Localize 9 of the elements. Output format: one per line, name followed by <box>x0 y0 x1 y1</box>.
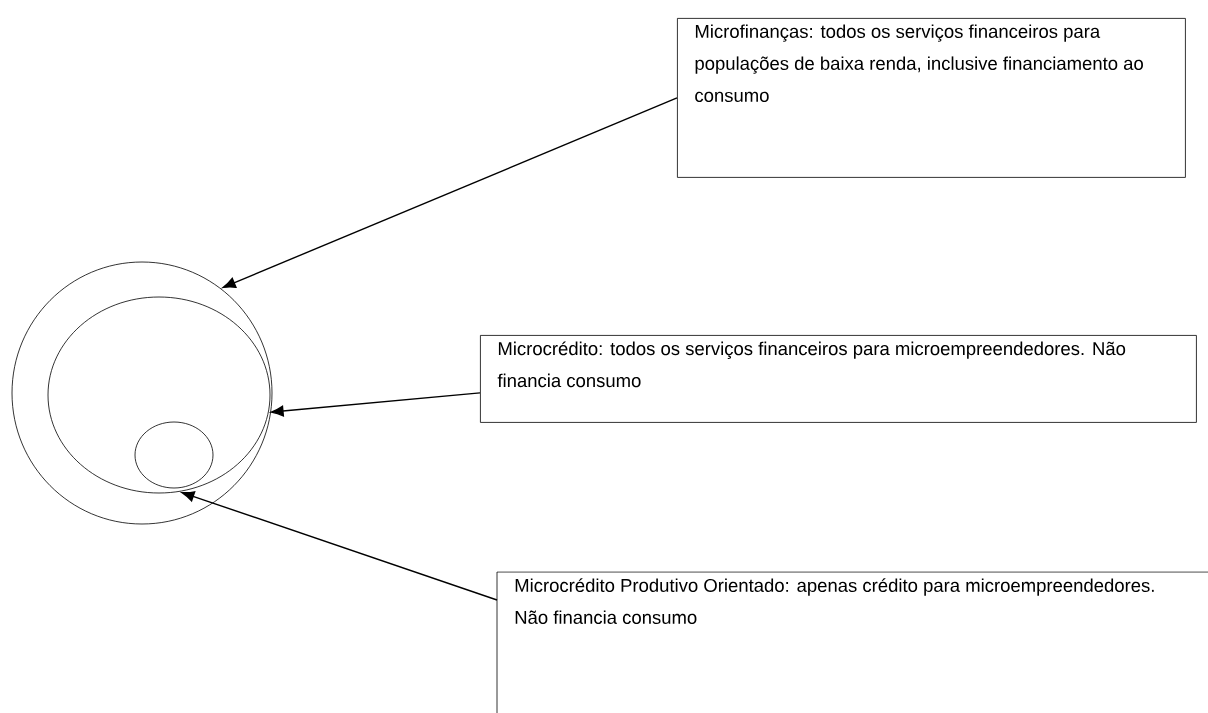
text-box: Microcrédito Produtivo Orientado: apenas crédito para microempreendedores. Não financia consumo <box>496 571 1208 713</box>
circle <box>47 296 271 494</box>
text-box: Microfinanças: todos os serviços financeiros para populações de baixa renda, inclusive financiamento ao consumo <box>677 18 1186 178</box>
arrow <box>181 491 498 601</box>
circle <box>134 421 214 489</box>
circle <box>11 261 273 525</box>
arrow <box>222 97 678 288</box>
arrow <box>270 392 481 417</box>
text-box: Microcrédito: todos os serviços financeiros para microempreendedores. Não financia consumo <box>480 335 1197 423</box>
